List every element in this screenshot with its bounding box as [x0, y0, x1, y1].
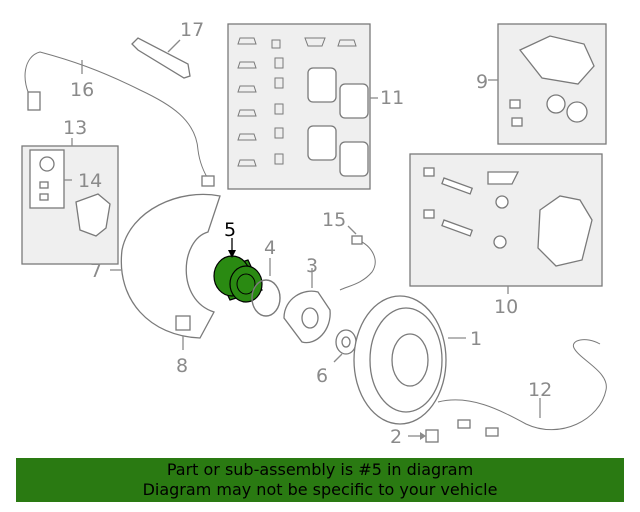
- callout-8: 8: [176, 355, 188, 377]
- banner-line-2: Diagram may not be specific to your vehi…: [142, 480, 498, 499]
- callout-1: 1: [470, 328, 482, 350]
- callout-16: 16: [70, 79, 94, 101]
- info-banner: Part or sub-assembly is #5 in diagram Di…: [16, 458, 624, 502]
- box-10-caliper-bracket: [409, 153, 603, 294]
- callout-7: 7: [90, 260, 102, 282]
- box-11-brake-pads: [227, 23, 378, 190]
- part-15-abs-sensor: [339, 225, 376, 291]
- banner-line-1: Part or sub-assembly is #5 in diagram: [166, 460, 474, 479]
- callout-13: 13: [63, 117, 87, 139]
- part-7-splash-shield: [110, 193, 221, 339]
- part-17-clip: [131, 37, 191, 79]
- callout-3: 3: [306, 255, 318, 277]
- part-1-rotor: [353, 295, 466, 425]
- callout-5: 5: [224, 219, 236, 241]
- part-3-hub: [283, 268, 331, 344]
- callout-2: 2: [390, 426, 402, 448]
- part-6-hub-nut: [333, 329, 357, 363]
- callout-17: 17: [180, 19, 204, 41]
- callout-10: 10: [494, 296, 518, 318]
- part-2-rotor-screw: [408, 429, 439, 443]
- callout-15: 15: [322, 209, 346, 231]
- part-5-wheel-bearing: [213, 238, 263, 303]
- part-16-wear-sensor-cable: [24, 51, 215, 187]
- callout-14: 14: [78, 170, 102, 192]
- part-4-snap-ring: [251, 258, 281, 317]
- box-9-caliper-kit: [488, 23, 607, 145]
- callout-11: 11: [380, 87, 404, 109]
- part-12-brake-line: [437, 339, 607, 437]
- callout-6: 6: [316, 365, 328, 387]
- box-13-wear-kit: [21, 138, 119, 265]
- part-8-bolt: [175, 315, 191, 350]
- callout-12: 12: [528, 379, 552, 401]
- callout-9: 9: [476, 71, 488, 93]
- callout-4: 4: [264, 237, 276, 259]
